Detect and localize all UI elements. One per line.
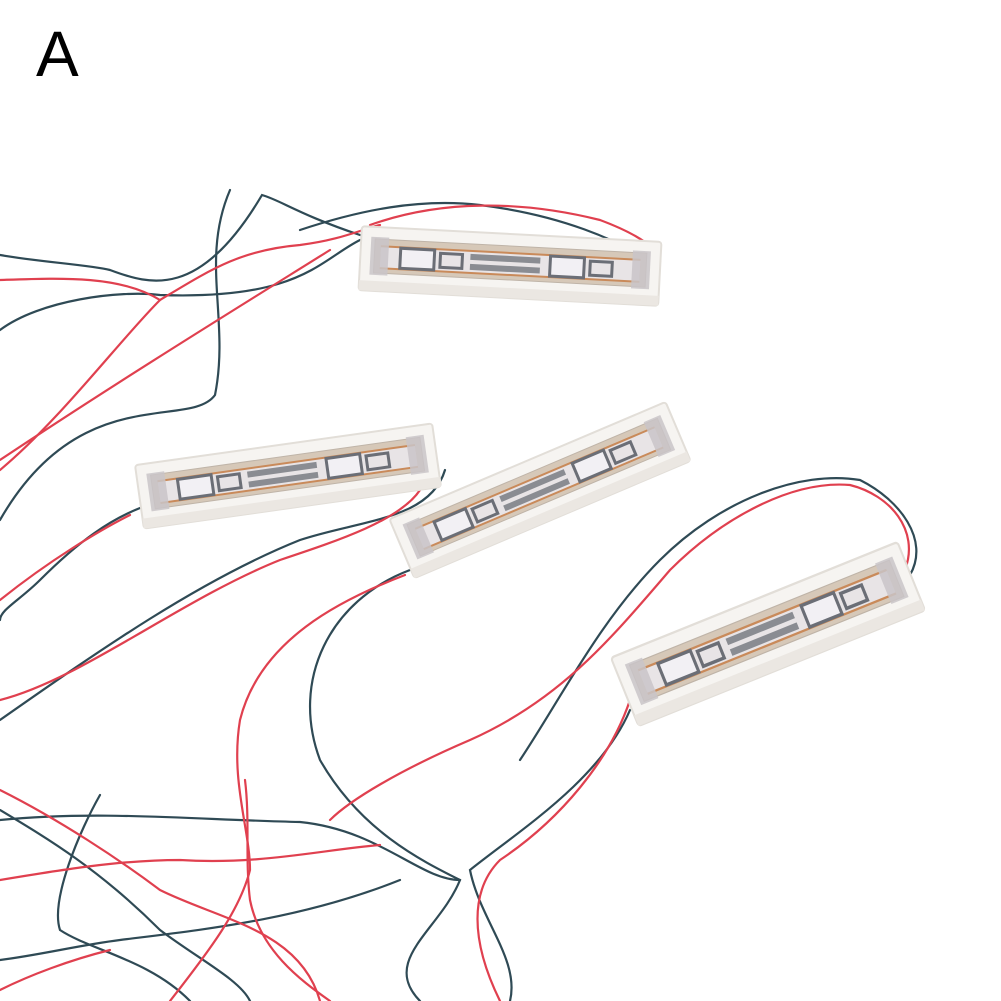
figure-label: A <box>36 18 79 90</box>
wires-dark <box>0 188 918 1001</box>
led-module-top <box>357 224 663 308</box>
led-module-right <box>609 540 927 728</box>
wires-red <box>0 204 911 1001</box>
